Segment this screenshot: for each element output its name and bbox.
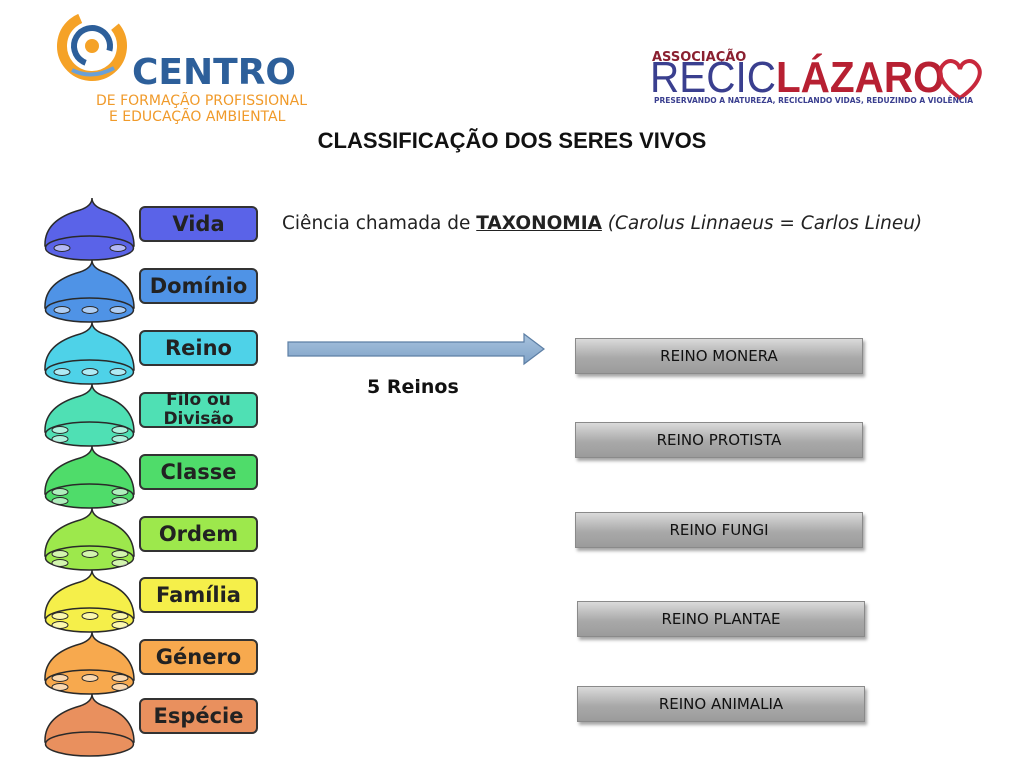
centro-logo-line2: E EDUCAÇÃO AMBIENTAL: [109, 109, 286, 125]
kingdom-fungi-box: REINO FUNGI: [575, 512, 863, 548]
reciclazaro-logo-tagline: PRESERVANDO A NATUREZA, RECICLANDO VIDAS…: [654, 96, 973, 105]
reciclazaro-logo-name-part1: RECIC: [650, 53, 776, 102]
subtitle-prefix: Ciência chamada de: [282, 213, 477, 234]
rank-shape-classe: [44, 445, 135, 509]
kingdom-monera-box: REINO MONERA: [575, 338, 863, 374]
rank-label-filo-ou-divisao: Filo ou Divisão: [139, 391, 258, 429]
centro-logo-title: CENTRO: [132, 52, 297, 93]
rank-shape-filo-ou-divisao: [44, 383, 135, 447]
reciclazaro-logo-association: ASSOCIAÇÃO: [652, 50, 747, 65]
rank-label-familia: Família: [139, 577, 258, 613]
rank-label-especie: Espécie: [139, 698, 258, 734]
subtitle-suffix: (Carolus Linnaeus = Carlos Lineu): [607, 213, 923, 234]
centro-emblem-icon: [57, 11, 127, 81]
reciclazaro-logo-name-part2: LÁZARO: [775, 53, 945, 102]
kingdom-plantae-box: REINO PLANTAE: [577, 601, 865, 637]
rank-shape-familia: [44, 569, 135, 633]
rank-shape-reino: [44, 321, 135, 385]
rank-shape-genero: [44, 631, 135, 695]
rank-label-ordem: Ordem: [139, 516, 258, 552]
rank-label-genero: Género: [139, 639, 258, 675]
rank-shapes-diagram: [44, 197, 135, 757]
centro-logo: CENTRO DE FORMAÇÃO PROFISSIONAL E EDUCAÇ…: [52, 8, 322, 128]
reciclazaro-logo: ASSOCIAÇÃO RECICLÁZARO PRESERVANDO A NAT…: [650, 50, 990, 120]
rank-label-reino: Reino: [139, 330, 258, 366]
rank-shape-ordem: [44, 507, 135, 571]
centro-logo-line1: DE FORMAÇÃO PROFISSIONAL: [96, 93, 308, 109]
kingdom-animalia-box: REINO ANIMALIA: [577, 686, 865, 722]
right-arrow-icon: [287, 332, 545, 366]
rank-shape-dominio: [44, 259, 135, 323]
subtitle-keyword: TAXONOMIA: [476, 213, 602, 234]
rank-label-classe: Classe: [139, 454, 258, 490]
rank-label-dominio: Domínio: [139, 268, 258, 304]
rank-shape-especie: [44, 693, 135, 757]
kingdom-protista-box: REINO PROTISTA: [575, 422, 863, 458]
reciclazaro-logo-name: RECICLÁZARO: [650, 56, 945, 100]
rank-label-vida: Vida: [139, 206, 258, 242]
reinos-count-label: 5 Reinos: [367, 376, 459, 398]
taxonomy-subtitle: Ciência chamada de TAXONOMIA (Carolus Li…: [282, 213, 922, 234]
page-title: CLASSIFICAÇÃO DOS SERES VIVOS: [317, 128, 707, 153]
heart-icon: [938, 59, 982, 101]
rank-shape-vida: [44, 197, 135, 261]
